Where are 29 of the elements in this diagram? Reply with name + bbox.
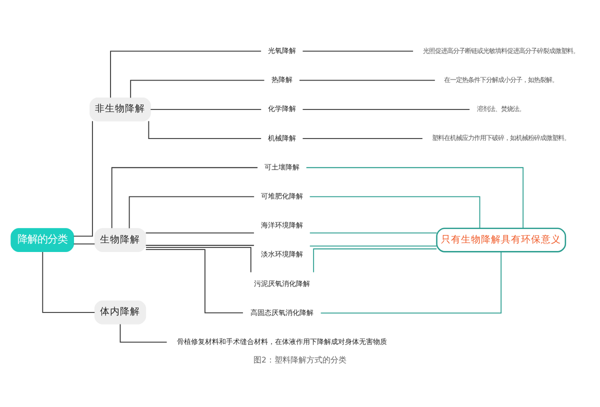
connector bbox=[150, 108, 262, 110]
connector bbox=[309, 196, 480, 229]
node-box: 只有生物降解具有环保意义 bbox=[436, 228, 566, 252]
connector bbox=[42, 252, 96, 313]
connector bbox=[302, 138, 423, 139]
connector bbox=[320, 251, 502, 314]
node-box: 生物降解 bbox=[94, 228, 146, 252]
node-box: 体内降解 bbox=[94, 300, 146, 324]
connector bbox=[309, 232, 438, 234]
connector bbox=[128, 196, 255, 229]
connector bbox=[73, 120, 93, 237]
node-box: 降解的分类 bbox=[10, 228, 74, 252]
connector bbox=[302, 50, 414, 52]
connector bbox=[145, 249, 244, 314]
connector bbox=[302, 108, 470, 110]
connector bbox=[146, 247, 252, 273]
connector bbox=[120, 324, 168, 343]
connector bbox=[110, 50, 262, 98]
node-box: 非生物降解 bbox=[90, 97, 151, 122]
connector bbox=[313, 248, 438, 273]
connector bbox=[309, 246, 438, 247]
connector bbox=[111, 167, 258, 229]
connector bbox=[148, 120, 262, 139]
connector bbox=[145, 232, 254, 234]
connector bbox=[73, 243, 96, 244]
connector bbox=[299, 80, 436, 81]
connector bbox=[130, 80, 265, 98]
connector bbox=[145, 244, 254, 246]
connector bbox=[306, 167, 524, 229]
